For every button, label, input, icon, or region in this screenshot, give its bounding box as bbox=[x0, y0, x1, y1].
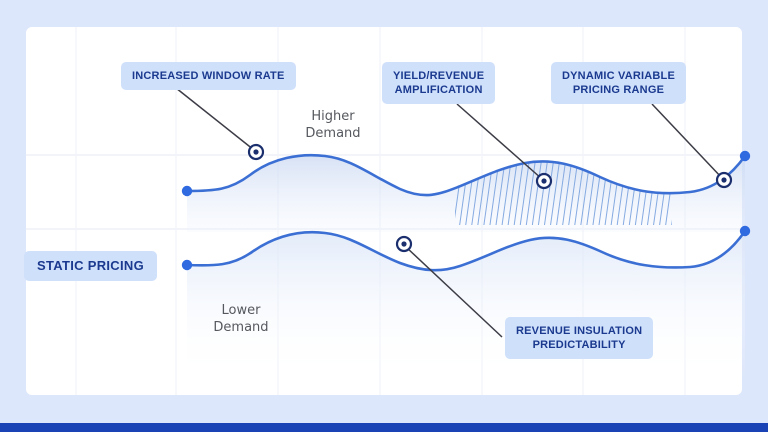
callout-yield-revenue-amplification[interactable]: YIELD/REVENUE AMPLIFICATION bbox=[382, 62, 496, 104]
lower-curve-end-dot bbox=[739, 225, 751, 237]
leader-revenue-insulation bbox=[405, 246, 503, 338]
increased-window-rate-marker[interactable] bbox=[247, 143, 265, 161]
static-pricing-curve bbox=[185, 229, 747, 272]
callout-dynamic-variable-pricing-range[interactable]: DYNAMIC VARIABLE PRICING RANGE bbox=[551, 62, 686, 104]
yield-revenue-marker[interactable] bbox=[535, 172, 553, 190]
upper-curve-end-dot bbox=[739, 150, 751, 162]
leader-dynamic-variable bbox=[651, 103, 723, 179]
dynamic-variable-marker[interactable] bbox=[715, 171, 733, 189]
upper-curve-start-dot bbox=[181, 185, 193, 197]
hatch-yield-revenue-amplification bbox=[455, 155, 672, 225]
callout-revenue-insulation-predictability[interactable]: REVENUE INSULATION PREDICTABILITY bbox=[505, 317, 654, 359]
dynamic-pricing-curve bbox=[185, 153, 747, 197]
lower-curve-start-dot bbox=[181, 259, 193, 271]
revenue-insulation-marker[interactable] bbox=[395, 235, 413, 253]
callout-static-pricing[interactable]: STATIC PRICING bbox=[24, 251, 157, 281]
bottom-accent-bar bbox=[0, 423, 768, 432]
higher-demand-annotation: Higher Demand bbox=[305, 109, 361, 141]
callout-increased-window-rate[interactable]: INCREASED WINDOW RATE bbox=[121, 62, 296, 90]
leader-increased-window-rate bbox=[175, 87, 255, 151]
lower-demand-annotation: Lower Demand bbox=[213, 303, 269, 335]
leader-yield-revenue bbox=[456, 103, 543, 180]
